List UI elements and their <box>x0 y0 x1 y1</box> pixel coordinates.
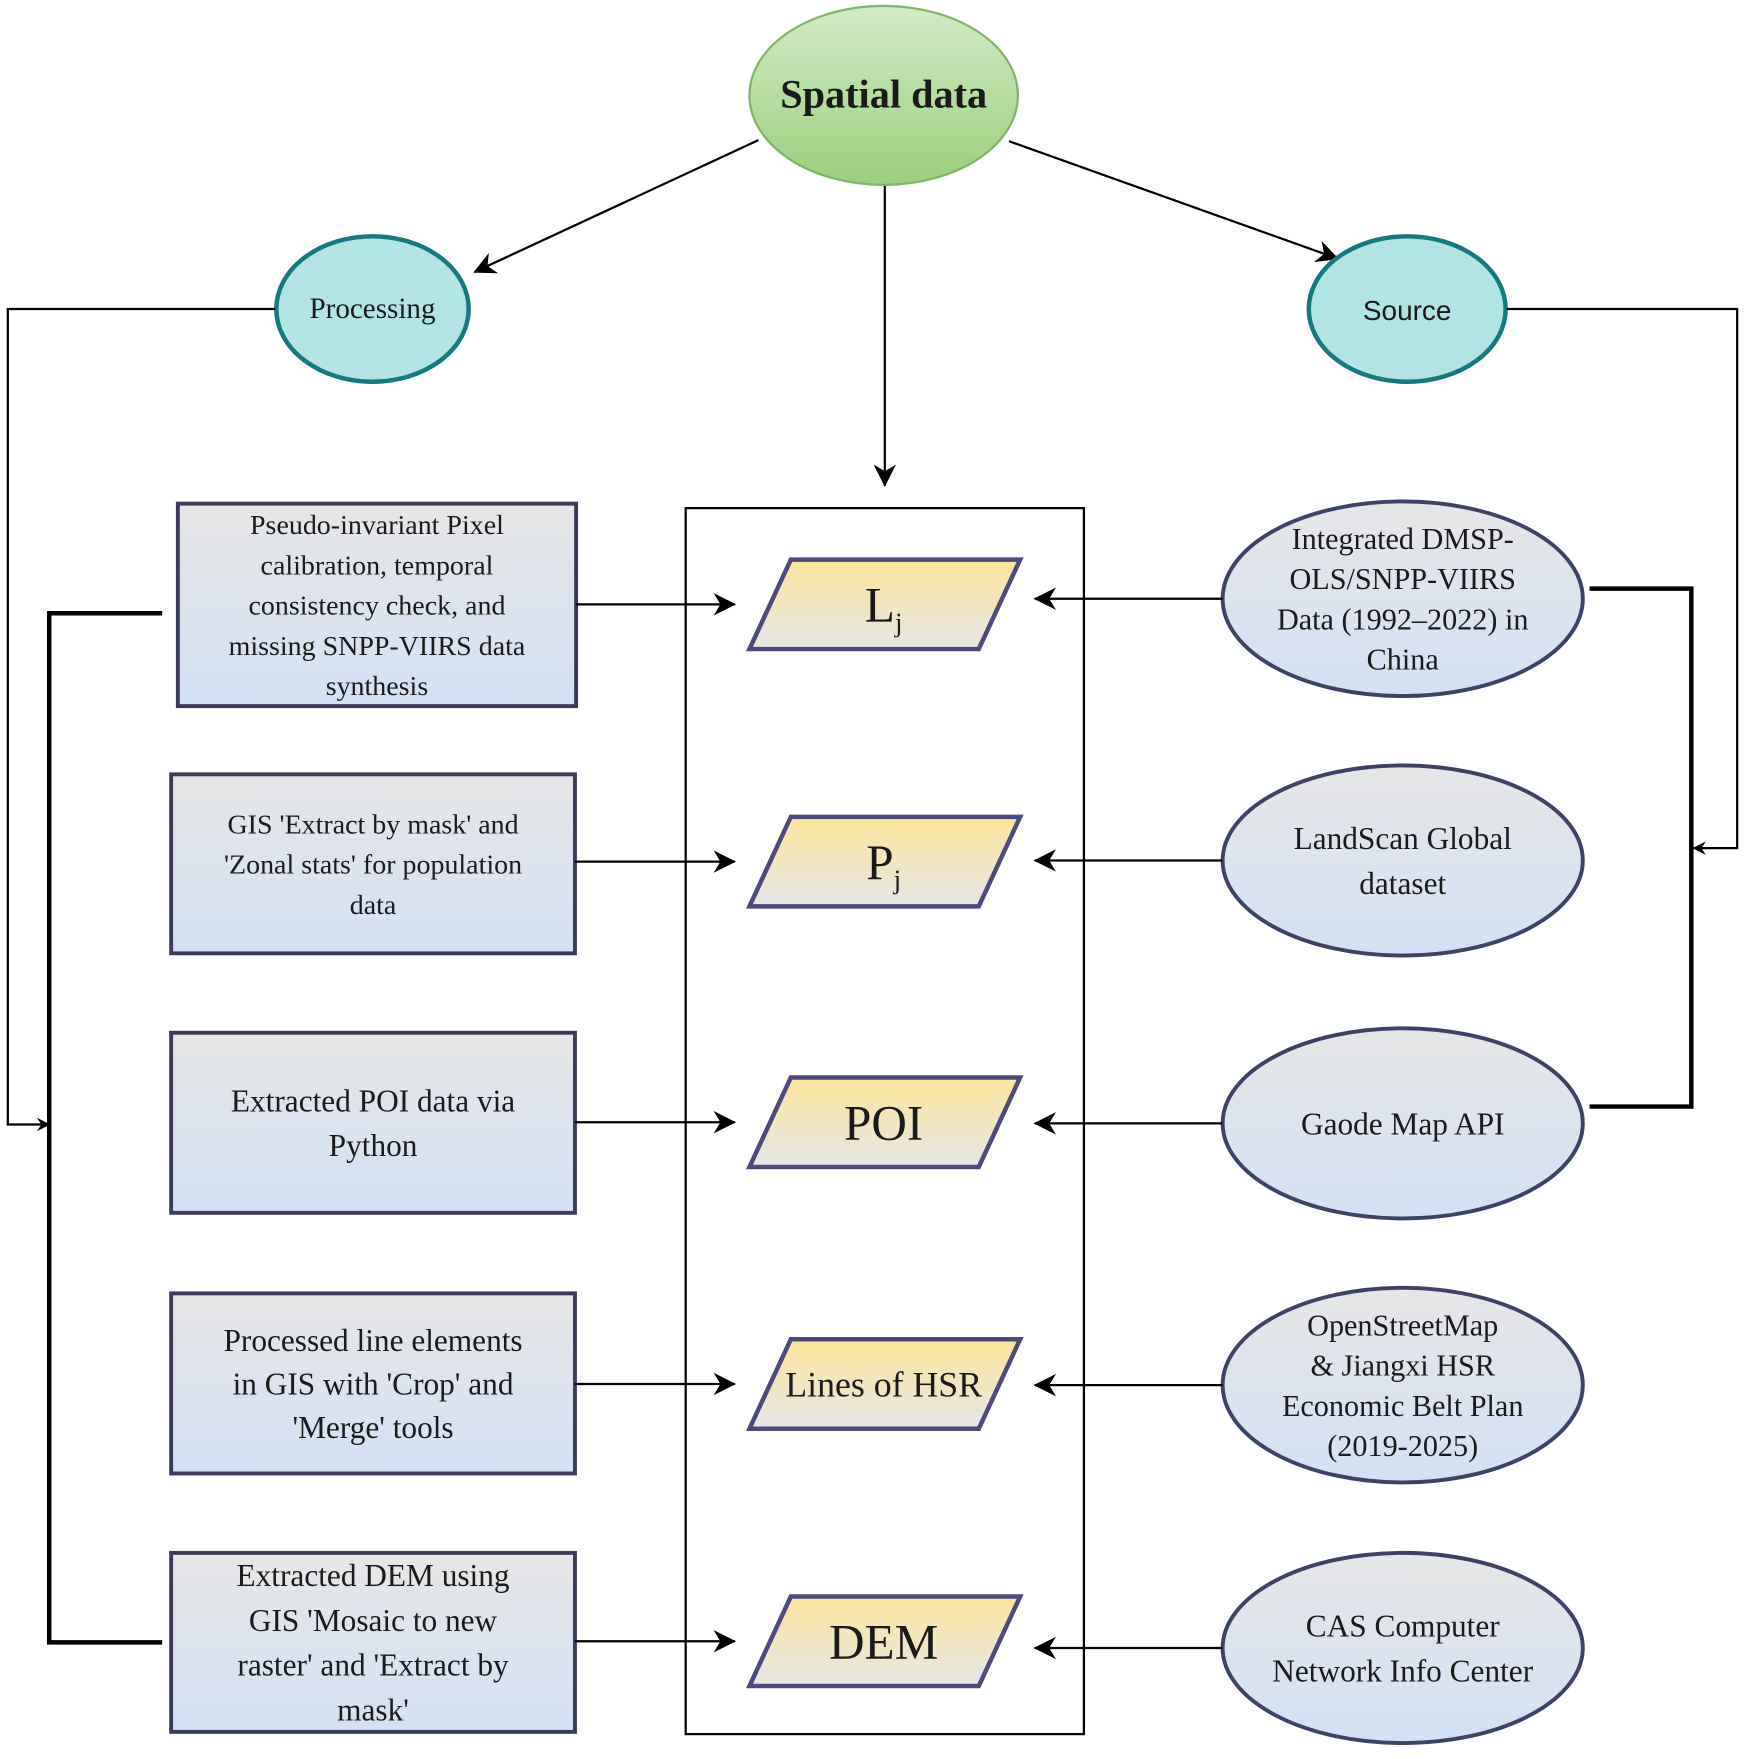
source-text-line: dataset <box>1359 866 1446 901</box>
row-4: Processed line elements in GIS with 'Crop… <box>169 1285 1585 1485</box>
processing-text-line: Extracted DEM using <box>237 1558 510 1593</box>
processing-text-line: GIS 'Extract by mask' and <box>228 809 519 840</box>
processing-step-box[interactable]: GIS 'Extract by mask' and 'Zonal stats' f… <box>169 772 577 956</box>
data-label: DEM <box>829 1614 938 1669</box>
processing-text-line: GIS 'Mosaic to new <box>249 1603 498 1638</box>
source-text-line: Gaode Map API <box>1301 1106 1505 1141</box>
processing-text-line: mask' <box>337 1692 409 1727</box>
source-bus <box>1589 586 1694 1109</box>
root-label: Spatial data <box>780 72 987 117</box>
data-label-subscript: j <box>893 865 902 895</box>
row-2: GIS 'Extract by mask' and 'Zonal stats' f… <box>169 763 1585 958</box>
data-label: POI <box>844 1095 923 1150</box>
processing-text-line: consistency check, and <box>249 591 506 622</box>
connector-source-loop <box>1506 307 1739 855</box>
data-parallelogram <box>745 1594 1024 1689</box>
data-layer-node[interactable]: Lines of HSR <box>745 1337 1024 1431</box>
source-text-line: China <box>1367 643 1439 677</box>
processing-box-shape <box>175 501 579 709</box>
processing-text-line: calibration, temporal <box>261 550 494 581</box>
data-parallelogram <box>745 814 1024 909</box>
source-text-line: Integrated DMSP- <box>1292 522 1514 556</box>
category-processing[interactable]: Processing <box>274 234 471 384</box>
data-parallelogram <box>745 1075 1024 1170</box>
row-1: Pseudo-invariant Pixel calibration, tempo… <box>175 499 1585 709</box>
processing-text-line: data <box>350 890 397 921</box>
data-layer-node[interactable]: Lj <box>745 557 1024 652</box>
processing-step-box[interactable]: Pseudo-invariant Pixel calibration, tempo… <box>175 501 579 709</box>
source-text-line: OLS/SNPP-VIIRS <box>1289 562 1515 596</box>
processing-text-line: raster' and 'Extract by <box>237 1648 509 1683</box>
processing-text-line: Python <box>329 1128 418 1163</box>
source-text-line: Economic Belt Plan <box>1282 1389 1523 1423</box>
rows: Pseudo-invariant Pixel calibration, tempo… <box>169 499 1585 1746</box>
processing-box-shape <box>169 1291 577 1476</box>
source-label: Source <box>1363 295 1452 326</box>
processing-text-line: Pseudo-invariant Pixel <box>250 510 504 541</box>
source-ellipse-shape <box>1220 1550 1585 1746</box>
source-text-line: OpenStreetMap <box>1307 1308 1498 1342</box>
processing-text-line: missing SNPP-VIIRS data <box>229 631 526 662</box>
connector-root-to-source <box>1008 140 1339 263</box>
processing-text-line: in GIS with 'Crop' and <box>233 1366 514 1401</box>
processing-text-line: synthesis <box>326 671 429 702</box>
processing-text-line: Processed line elements <box>223 1323 522 1358</box>
data-parallelogram <box>745 557 1024 652</box>
processing-text-line: 'Merge' tools <box>292 1410 453 1445</box>
source-text-line: & Jiangxi HSR <box>1310 1349 1495 1383</box>
data-label-subscript: j <box>894 607 903 637</box>
data-layer-node[interactable]: DEM <box>745 1594 1024 1689</box>
data-layer-node[interactable]: POI <box>745 1075 1024 1170</box>
data-label: Lines of HSR <box>785 1365 982 1405</box>
processing-text-line: 'Zonal stats' for population <box>224 850 522 881</box>
connector-root-to-processing <box>473 139 759 274</box>
processing-box-shape <box>169 772 577 956</box>
source-ellipse <box>1306 234 1508 384</box>
category-source[interactable]: Source <box>1306 234 1508 384</box>
processing-ellipse <box>274 234 471 384</box>
source-text-line: LandScan Global <box>1294 821 1513 856</box>
connector-processing-loop <box>6 307 276 1132</box>
data-layer-node[interactable]: Pj <box>745 814 1024 909</box>
source-text-line: Data (1992–2022) in <box>1277 602 1529 636</box>
source-text-line: (2019-2025) <box>1327 1429 1478 1463</box>
processing-bus <box>46 611 163 1645</box>
source-ellipse-shape <box>1220 763 1585 958</box>
processing-text-line: Extracted POI data via <box>231 1083 515 1118</box>
source-text-line: Network Info Center <box>1272 1653 1533 1688</box>
source-dataset-node[interactable]: Integrated DMSP- OLS/SNPP-VIIRS Data (1992… <box>1220 499 1585 699</box>
source-text-line: CAS Computer <box>1306 1609 1501 1644</box>
processing-box-shape <box>169 1030 577 1215</box>
root-ellipse <box>748 4 1020 186</box>
source-dataset-node[interactable]: LandScan Global dataset <box>1220 763 1585 958</box>
processing-label: Processing <box>309 293 435 325</box>
data-parallelogram <box>745 1337 1024 1431</box>
source-dataset-node[interactable]: Gaode Map API <box>1220 1026 1585 1221</box>
source-dataset-node[interactable]: OpenStreetMap & Jiangxi HSR Economic Belt … <box>1220 1285 1585 1485</box>
processing-step-box[interactable]: Processed line elements in GIS with 'Crop… <box>169 1291 577 1476</box>
root-node-spatial-data[interactable]: Spatial data <box>748 4 1020 186</box>
